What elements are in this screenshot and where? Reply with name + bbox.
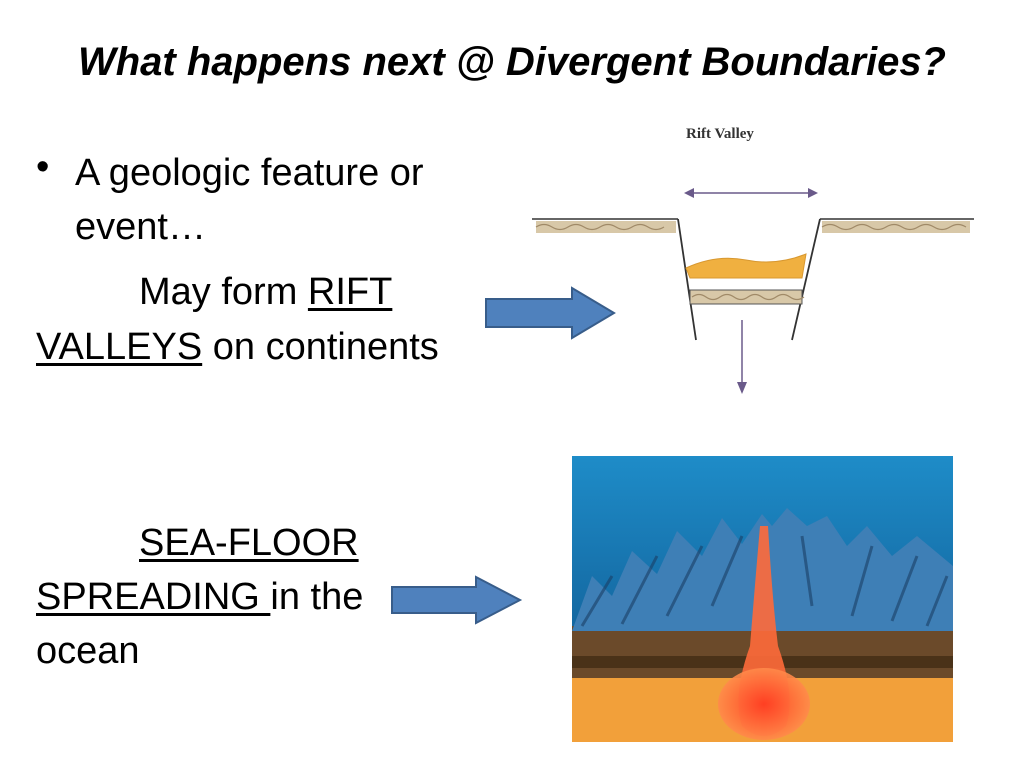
- right-arrow-icon: [485, 286, 616, 340]
- seafloor-line-3: ocean: [36, 630, 140, 672]
- rift-term-2: VALLEYS: [36, 326, 203, 368]
- bullet-line-2: event…: [75, 206, 206, 248]
- seafloor-line-2: SPREADING in the: [36, 570, 363, 624]
- mid-ocean-ridge-image: [572, 456, 953, 742]
- bullet-line-1: A geologic feature or: [75, 152, 424, 194]
- seafloor-term-2: SPREADING: [36, 576, 271, 618]
- rift-term-1: RIFT: [307, 271, 393, 313]
- slide-title: What happens next @ Divergent Boundaries…: [77, 40, 946, 84]
- seafloor-spreading-illustration: [572, 456, 953, 742]
- rift-valley-illustration: [532, 188, 974, 394]
- right-arrow-icon: [391, 575, 523, 625]
- seafloor-line-1: SEA-FLOOR: [139, 516, 359, 570]
- rift-valley-diagram: Rift Valley: [500, 118, 980, 418]
- rift-line-2: VALLEYS on continents: [36, 320, 439, 374]
- seafloor-rest: in the: [270, 576, 364, 618]
- rift-valley-label: Rift Valley: [686, 126, 754, 142]
- seafloor-term-1: SEA-FLOOR: [139, 522, 359, 564]
- rift-rest: on continents: [202, 326, 439, 368]
- bullet-dot: •: [36, 146, 50, 188]
- rift-intro: May form: [139, 271, 308, 313]
- rift-line-1: May form RIFT: [139, 265, 392, 319]
